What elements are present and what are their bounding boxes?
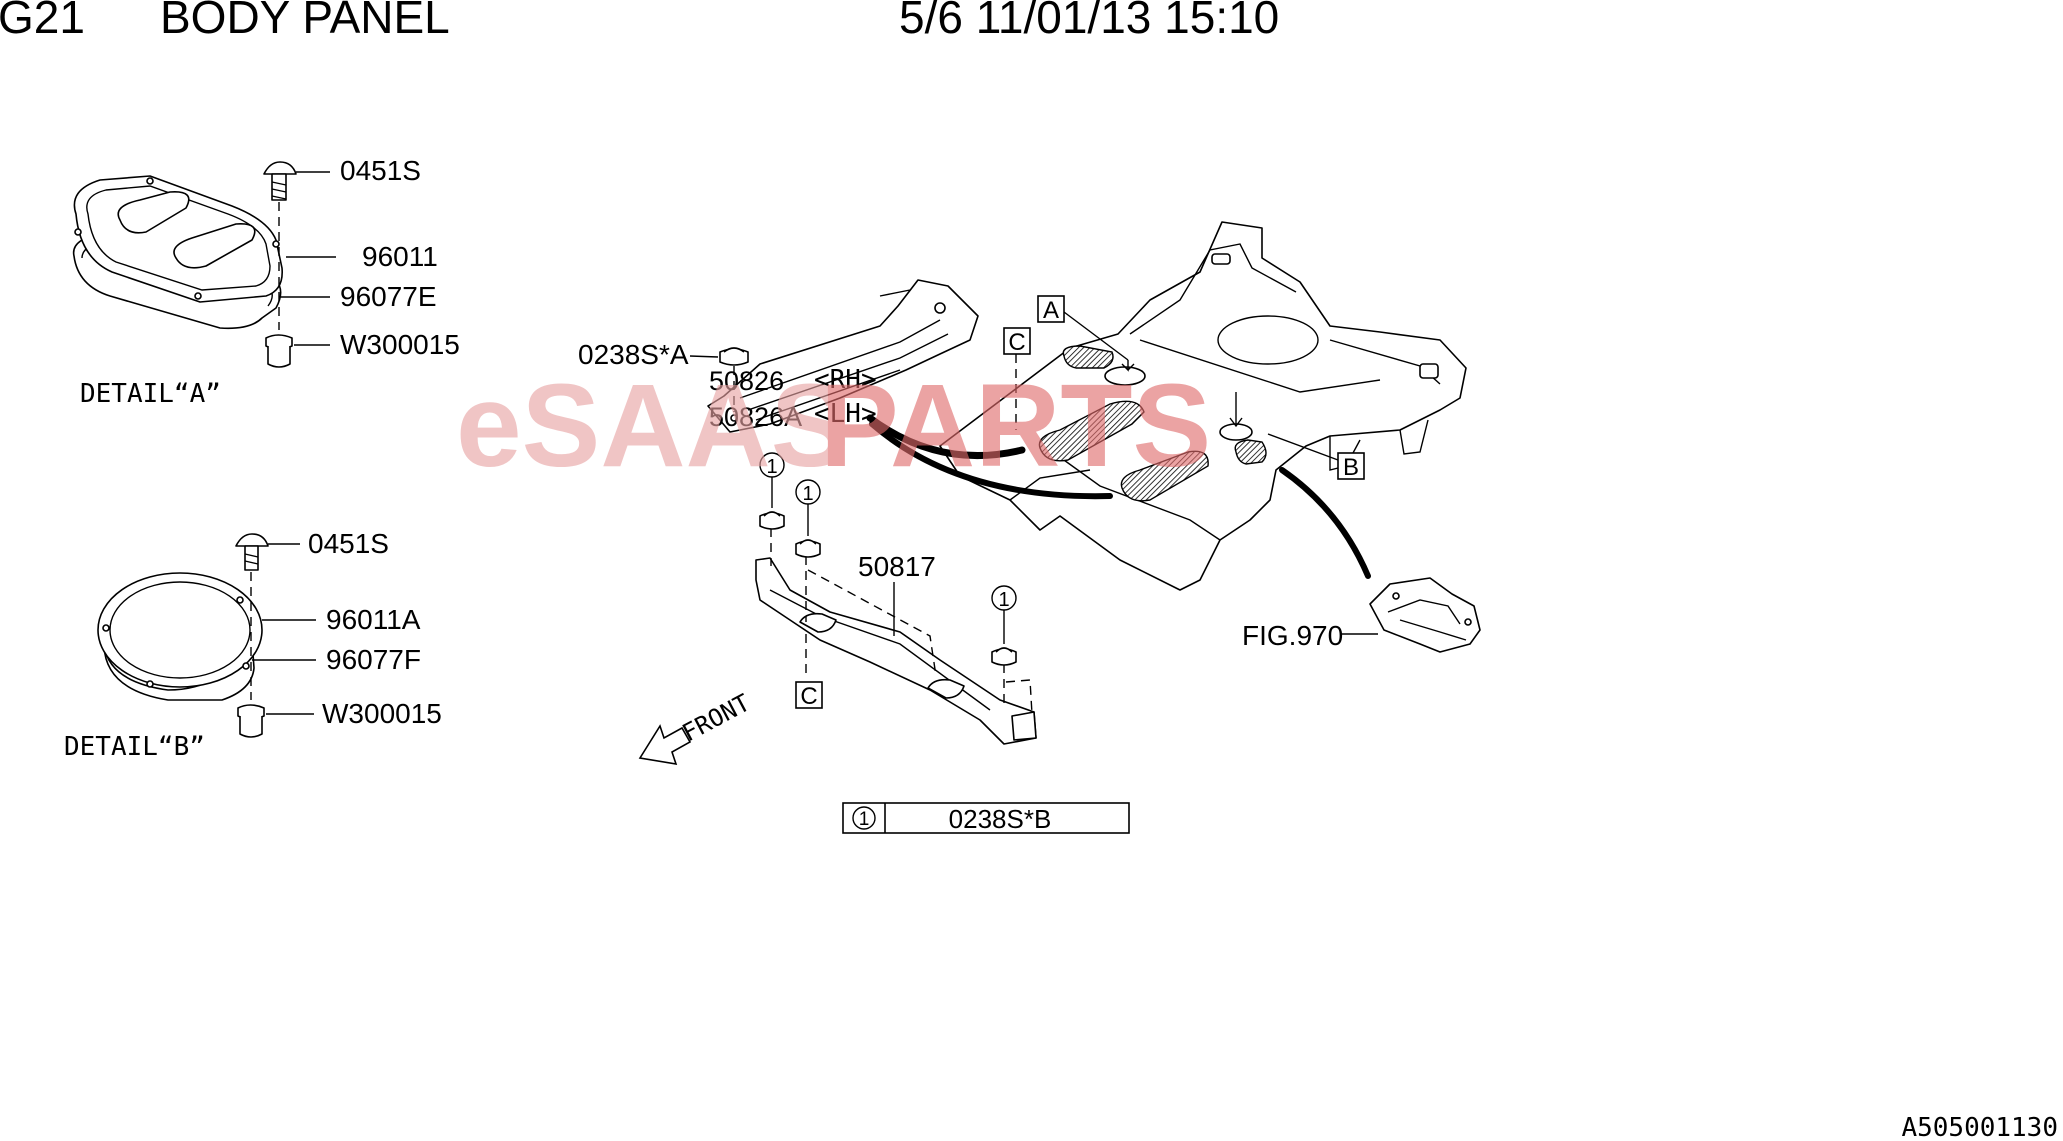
callout-a: A — [1037, 295, 1065, 324]
detail-a-group: 0451S 96011 96077E W300015 DETAIL“A” — [72, 155, 460, 409]
svg-text:1: 1 — [998, 589, 1009, 611]
detail-a-label-bolt: 0451S — [340, 155, 421, 186]
detail-a-caption: DETAIL“A” — [80, 379, 221, 409]
label-bracket-lh: 50826A — [709, 402, 802, 432]
circle-one-callout-3: 1 — [991, 585, 1017, 644]
detail-pointer-c — [866, 414, 1026, 459]
svg-text:B: B — [1343, 454, 1359, 481]
header-page-info: 5/6 11/01/13 15:10 — [899, 0, 1280, 43]
diagram-id: A505001130 — [1901, 1113, 2058, 1141]
detail-b-cover-plate — [97, 572, 263, 688]
callout-c-upper: C — [1003, 327, 1031, 356]
detail-a-label-plate: 96011 — [362, 241, 438, 272]
nut-0238s-a — [719, 347, 749, 366]
legend-table: 1 0238S*B — [842, 802, 1130, 834]
label-nut-a: 0238S*A — [578, 339, 689, 370]
label-bracket-lh-side: <LH> — [814, 399, 877, 429]
nut-0238s-b-1 — [759, 511, 785, 530]
circle-one-callout-1: 1 — [759, 452, 785, 508]
front-arrow-icon: FRONT — [638, 689, 755, 766]
label-bracket-rh: 50826 — [709, 366, 784, 396]
detail-a-label-clip: W300015 — [340, 329, 460, 360]
detail-a-clip — [265, 334, 293, 368]
legend-number: 1 — [859, 809, 870, 830]
svg-text:A: A — [1043, 297, 1059, 324]
label-crossmember: 50817 — [858, 551, 936, 582]
detail-b-label-bolt: 0451S — [308, 528, 389, 559]
detail-pointer-fig970 — [1279, 467, 1371, 579]
svg-text:1: 1 — [802, 483, 813, 505]
header-code: G21 — [0, 0, 85, 43]
crossmember-50817 — [755, 557, 1037, 745]
heat-shield-fig-970 — [1369, 577, 1481, 653]
detail-b-label-gasket: 96077F — [326, 644, 421, 675]
front-arrow-label: FRONT — [678, 689, 755, 748]
label-fig-ref: FIG.970 — [1242, 620, 1343, 651]
legend-part: 0238S*B — [949, 804, 1052, 834]
detail-b-group: 0451S 96011A 96077F W300015 DETAIL“B” — [64, 528, 442, 762]
circle-one-callout-2: 1 — [795, 479, 821, 536]
detail-pointer-floor — [869, 421, 1113, 500]
watermark-parts: PARTS — [820, 360, 1211, 492]
watermark: eSAAS PARTS — [456, 360, 1211, 492]
detail-b-caption: DETAIL“B” — [64, 732, 205, 762]
detail-b-clip — [237, 704, 265, 738]
callout-b: B — [1337, 452, 1365, 481]
svg-text:1: 1 — [766, 456, 777, 478]
detail-b-label-clip: W300015 — [322, 698, 442, 729]
detail-a-cover-plate — [73, 175, 283, 303]
detail-a-label-gasket: 96077E — [340, 281, 437, 312]
watermark-esaas: eSAAS — [456, 360, 849, 492]
header-title: BODY PANEL — [160, 0, 450, 43]
callout-c-lower: C — [795, 681, 823, 710]
label-bracket-rh-side: <RH> — [814, 365, 877, 395]
svg-text:C: C — [800, 683, 817, 710]
rear-bracket-50826 — [707, 279, 979, 433]
detail-a-bolt — [263, 161, 297, 201]
nut-0238s-b-3 — [991, 647, 1017, 666]
svg-text:C: C — [1008, 329, 1025, 356]
nut-0238s-b-2 — [795, 539, 821, 558]
detail-b-label-plate: 96011A — [326, 604, 421, 635]
detail-b-bolt — [235, 533, 269, 571]
